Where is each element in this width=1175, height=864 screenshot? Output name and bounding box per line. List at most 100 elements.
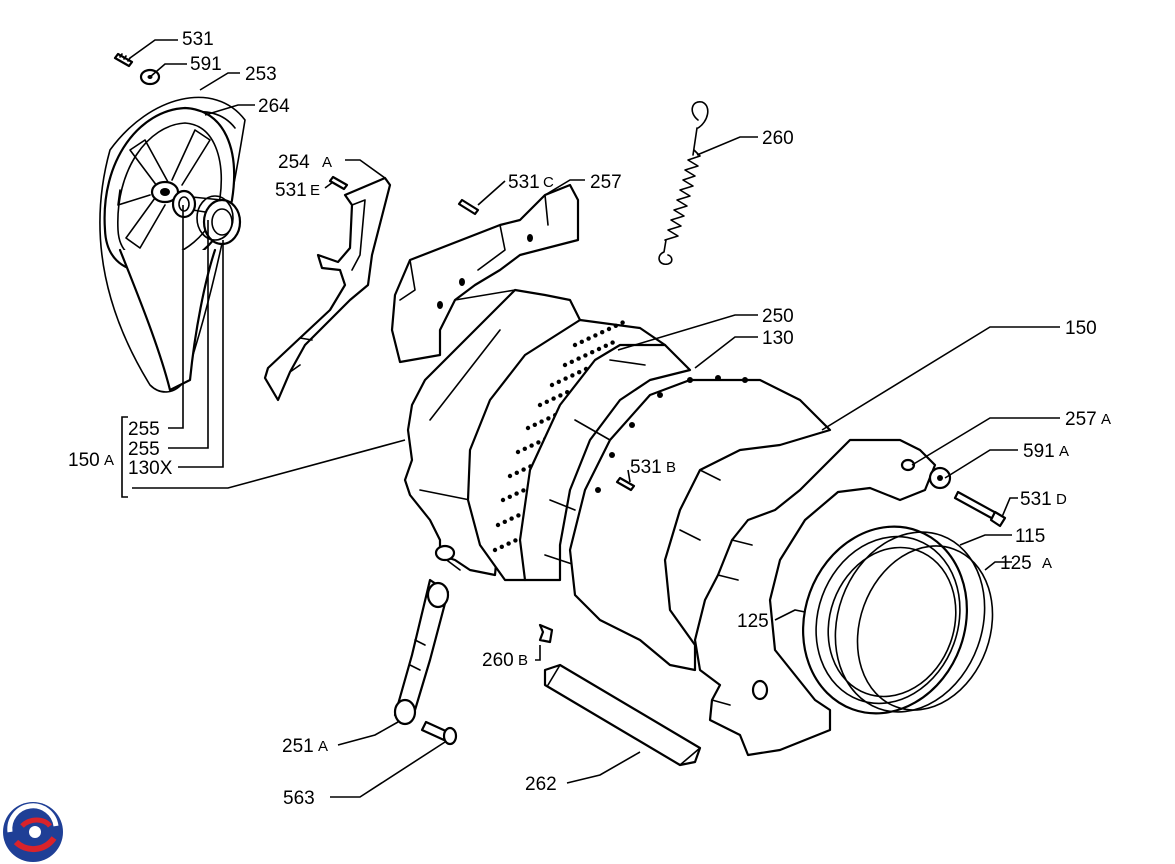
bracket-254a bbox=[263, 176, 392, 402]
drum-perforation bbox=[495, 522, 501, 528]
drum-perforation bbox=[610, 340, 615, 345]
label-531c: 531 bbox=[508, 172, 540, 193]
label-264: 264 bbox=[258, 96, 290, 117]
label-531d: 531 bbox=[1020, 489, 1052, 510]
label-125a-suffix: A bbox=[1042, 555, 1052, 572]
drum-perforation bbox=[492, 547, 498, 553]
drum-perforation bbox=[577, 370, 582, 375]
drum-perforation bbox=[502, 519, 507, 524]
drum-perforation bbox=[596, 346, 602, 352]
drum-perforation bbox=[572, 342, 578, 348]
drum-perforation bbox=[579, 339, 584, 344]
label-260b-suffix: B bbox=[518, 652, 528, 669]
spring-260 bbox=[658, 101, 709, 265]
counterweight-257a bbox=[693, 438, 937, 757]
drum-perforation bbox=[558, 393, 563, 398]
label-531d-suffix: D bbox=[1056, 491, 1067, 508]
drum-perforation bbox=[499, 544, 504, 549]
tub-ring-130 bbox=[518, 343, 692, 582]
label-250: 250 bbox=[762, 306, 794, 327]
leader-lines bbox=[129, 39, 1060, 798]
screw-531b bbox=[615, 476, 636, 492]
pin-563 bbox=[420, 720, 458, 746]
label-254a: 254 bbox=[278, 152, 310, 173]
label-260b: 260 bbox=[482, 650, 514, 671]
label-531b: 531 bbox=[630, 457, 662, 478]
bolt-531d bbox=[953, 490, 1007, 528]
label-563: 563 bbox=[283, 788, 315, 809]
label-150a-suffix: A bbox=[104, 452, 114, 469]
drum-perforation bbox=[570, 373, 575, 378]
screw-531 bbox=[113, 52, 134, 68]
label-130x: 130X bbox=[128, 458, 173, 479]
bracket-150a bbox=[121, 416, 128, 498]
label-125a: 125 bbox=[1000, 553, 1032, 574]
drum-perforation bbox=[546, 416, 551, 421]
drum-perforation bbox=[522, 446, 527, 451]
washer-591a bbox=[928, 466, 952, 490]
drum-perforation bbox=[586, 336, 591, 341]
label-150: 150 bbox=[1065, 318, 1097, 339]
label-531b-suffix: B bbox=[666, 459, 676, 476]
bearing-255-inner bbox=[171, 189, 197, 219]
drum-perforation bbox=[606, 326, 612, 332]
drum-perforation bbox=[551, 396, 556, 401]
label-255-b: 255 bbox=[128, 439, 160, 460]
drum-perforation bbox=[583, 353, 588, 358]
drum-perforation bbox=[544, 399, 549, 404]
drum-perforation bbox=[509, 516, 514, 521]
drum-perforation bbox=[539, 419, 544, 424]
pulley-wheel-264 bbox=[103, 106, 236, 392]
drum-perforation bbox=[563, 376, 568, 381]
label-253: 253 bbox=[245, 64, 277, 85]
clamp-ring-115 bbox=[834, 531, 986, 713]
label-262: 262 bbox=[525, 774, 557, 795]
drum-perforation bbox=[532, 422, 537, 427]
label-130: 130 bbox=[762, 328, 794, 349]
label-531e-suffix: E bbox=[310, 182, 320, 199]
bearing-130x bbox=[196, 195, 242, 246]
drum-perforation bbox=[514, 470, 519, 475]
label-125: 125 bbox=[737, 611, 769, 632]
label-591a: 591 bbox=[1023, 441, 1055, 462]
drum-perforation bbox=[600, 330, 605, 335]
counterweight-257 bbox=[390, 183, 580, 364]
drum-perforation bbox=[562, 362, 568, 368]
drum-perforation bbox=[576, 356, 581, 361]
label-257a: 257 bbox=[1065, 409, 1097, 430]
drum-perforation bbox=[513, 538, 518, 543]
clamp-ring-125a bbox=[856, 545, 994, 711]
drum-perforation bbox=[569, 359, 574, 364]
clip-260b bbox=[538, 623, 554, 644]
drum-perforation bbox=[537, 402, 543, 408]
drum-perforation bbox=[507, 494, 512, 499]
drum-perforation bbox=[549, 382, 555, 388]
drum-perforation bbox=[500, 497, 506, 503]
label-254a-suffix: A bbox=[322, 154, 332, 171]
drum-perforation bbox=[603, 343, 608, 348]
label-531c-suffix: C bbox=[543, 174, 554, 191]
screw-531c bbox=[457, 198, 480, 216]
drum-perforation bbox=[613, 323, 618, 328]
drum-perforation bbox=[521, 488, 526, 493]
drum-perforation bbox=[525, 425, 531, 431]
label-150a: 150 bbox=[68, 450, 100, 471]
drum-perforation bbox=[515, 449, 521, 455]
drum-perforation bbox=[556, 379, 561, 384]
label-591a-suffix: A bbox=[1059, 443, 1069, 460]
label-531: 531 bbox=[182, 29, 214, 50]
shock-absorber-251a bbox=[393, 578, 450, 726]
brand-logo-icon bbox=[3, 802, 63, 862]
label-591: 591 bbox=[190, 54, 222, 75]
drum-perforation bbox=[507, 473, 513, 479]
drum-perforation bbox=[529, 443, 534, 448]
drum-perforation bbox=[536, 440, 541, 445]
drum-perforation bbox=[593, 333, 598, 338]
label-251a-suffix: A bbox=[318, 738, 328, 755]
drum-perforation bbox=[521, 467, 526, 472]
label-251a: 251 bbox=[282, 736, 314, 757]
label-531e: 531 bbox=[275, 180, 307, 201]
door-gasket-125 bbox=[802, 525, 968, 715]
drum-perforation bbox=[620, 320, 625, 325]
